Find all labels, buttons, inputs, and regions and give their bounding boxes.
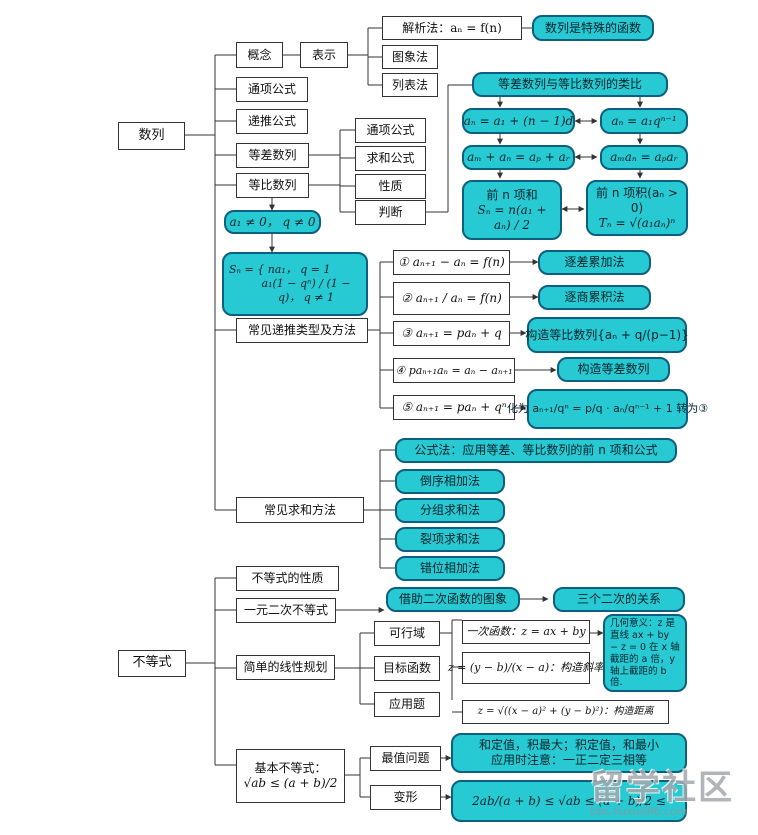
node-distance[interactable]: z = √((x − a)² + (y − b)²)：构造距离 — [462, 700, 669, 724]
extreme-desc-line2: 应用时注意：一正二定三相等 — [490, 753, 647, 767]
node-transform-formula[interactable]: 2ab/(a + b) ≤ √ab ≤ (a + b)/2 ≤ — [451, 780, 687, 822]
watermark: 留学社区 bbs.liuxue86.com — [590, 760, 750, 830]
node-transform[interactable]: 变形 — [370, 785, 441, 810]
node-quadratic-inequality[interactable]: 一元二次不等式 — [236, 598, 336, 623]
geo-product-title: 前 n 项积(aₙ > 0) — [596, 185, 678, 215]
node-sum-reverse-add[interactable]: 倒序相加法 — [395, 469, 505, 494]
node-geo-condition[interactable]: a₁ ≠ 0， q ≠ 0 — [224, 210, 321, 234]
node-quadratic-graph[interactable]: 借助二次函数的图象 — [386, 587, 520, 612]
node-geo-sum[interactable]: Sₙ = { na₁， q = 1 a₁(1 − qⁿ) / (1 − q)， … — [222, 252, 368, 316]
root-sequence[interactable]: 数列 — [118, 122, 185, 150]
node-sub-sum[interactable]: 求和公式 — [355, 146, 426, 171]
node-concept[interactable]: 概念 — [236, 42, 283, 68]
node-extreme-value[interactable]: 最值问题 — [370, 746, 441, 771]
node-ari-property-formula[interactable]: aₘ + aₙ = aₚ + aᵣ — [462, 145, 575, 170]
ari-sum-title: 前 n 项和 — [486, 187, 538, 202]
node-list-method[interactable]: 列表法 — [382, 73, 438, 97]
node-sum-formula-method[interactable]: 公式法：应用等差、等比数列的前 n 项和公式 — [395, 438, 677, 463]
node-rec-type-3[interactable]: ③ aₙ₊₁ = paₙ + q — [393, 321, 510, 346]
node-rec-method-5[interactable]: 化为 aₙ₊₁/qⁿ = p/q · aₙ/qⁿ⁻¹ + 1 转为③ — [507, 389, 708, 429]
geo-product-formula: Tₙ = √(a₁aₙ)ⁿ — [598, 215, 676, 230]
node-three-quadratics[interactable]: 三个二次的关系 — [553, 587, 685, 612]
watermark-text: 留学社区 — [590, 768, 734, 808]
node-geometric-meaning[interactable]: 几何意义：z 是直线 ax + by − z = 0 在 x 轴截距的 a 倍，… — [603, 614, 687, 692]
node-graph-method[interactable]: 图象法 — [382, 45, 438, 69]
node-sum-shifted[interactable]: 错位相加法 — [395, 556, 505, 581]
node-linear-function[interactable]: 一次函数：z = ax + by — [462, 620, 590, 644]
node-recursion-types[interactable]: 常见递推类型及方法 — [236, 318, 368, 343]
node-rec-method-4[interactable]: 构造等差数列 — [557, 357, 670, 382]
node-represent[interactable]: 表示 — [300, 42, 348, 68]
node-objective-function[interactable]: 目标函数 — [374, 656, 440, 681]
node-recursive[interactable]: 递推公式 — [236, 109, 308, 134]
node-analytic-method[interactable]: 解析法：aₙ = f(n) — [382, 16, 522, 40]
node-sum-methods[interactable]: 常见求和方法 — [236, 497, 364, 523]
node-rec-type-1[interactable]: ① aₙ₊₁ − aₙ = f(n) — [393, 250, 510, 275]
geo-sum-line2: a₁(1 − qⁿ) / (1 − q)， q ≠ 1 — [261, 277, 351, 304]
extreme-desc-line1: 和定值，积最大；积定值，和最小 — [478, 738, 659, 752]
node-rec-method-1[interactable]: 逐差累加法 — [538, 250, 651, 275]
node-analogy[interactable]: 等差数列与等比数列的类比 — [472, 72, 668, 97]
basic-inequality-formula: √ab ≤ (a + b)/2 — [243, 776, 338, 790]
node-linear-programming[interactable]: 简单的线性规划 — [236, 655, 335, 680]
node-sum-group[interactable]: 分组求和法 — [395, 498, 505, 523]
node-rec-method-3[interactable]: 构造等比数列{aₙ + q/(p−1)} — [525, 317, 689, 353]
node-rec-type-5[interactable]: ⑤ aₙ₊₁ = paₙ + qⁿ — [393, 395, 515, 420]
watermark-url: bbs.liuxue86.com — [590, 805, 688, 818]
node-ari-sum[interactable]: 前 n 项和 Sₙ = n(a₁ + aₙ) / 2 — [462, 180, 562, 240]
node-arithmetic[interactable]: 等差数列 — [236, 143, 309, 168]
node-basic-inequality[interactable]: 基本不等式： √ab ≤ (a + b)/2 — [236, 749, 345, 803]
node-application[interactable]: 应用题 — [374, 692, 440, 717]
node-sub-general-term[interactable]: 通项公式 — [355, 118, 426, 143]
node-geo-property-formula[interactable]: aₘaₙ = aₚaᵣ — [600, 145, 688, 170]
node-rec-method-2[interactable]: 逐商累积法 — [538, 285, 651, 310]
node-ari-term-formula[interactable]: aₙ = a₁ + (n − 1)d — [462, 108, 575, 134]
node-feasible-region[interactable]: 可行域 — [374, 621, 440, 646]
node-geo-product[interactable]: 前 n 项积(aₙ > 0) Tₙ = √(a₁aₙ)ⁿ — [586, 180, 688, 236]
ari-sum-formula: Sₙ = n(a₁ + aₙ) / 2 — [477, 202, 547, 232]
basic-inequality-title: 基本不等式： — [254, 761, 327, 775]
node-sub-property[interactable]: 性质 — [355, 174, 426, 199]
node-special-function[interactable]: 数列是特殊的函数 — [532, 15, 654, 41]
geo-sum-line1: Sₙ = { na₁， q = 1 — [229, 263, 331, 277]
root-inequality[interactable]: 不等式 — [118, 650, 186, 677]
node-slope[interactable]: z = (y − b)/(x − a)：构造斜率 — [448, 652, 604, 684]
node-sub-judge[interactable]: 判断 — [355, 200, 426, 225]
node-extreme-description[interactable]: 和定值，积最大；积定值，和最小 应用时注意：一正二定三相等 — [451, 733, 687, 773]
node-geometric[interactable]: 等比数列 — [236, 173, 309, 198]
node-inequality-properties[interactable]: 不等式的性质 — [236, 566, 339, 591]
node-sum-telescoping[interactable]: 裂项求和法 — [395, 527, 505, 552]
node-rec-type-4[interactable]: ④ paₙ₊₁aₙ = aₙ − aₙ₊₁ — [393, 358, 515, 383]
node-rec-type-2[interactable]: ② aₙ₊₁ / aₙ = f(n) — [393, 282, 510, 315]
node-geo-term-formula[interactable]: aₙ = a₁qⁿ⁻¹ — [600, 108, 688, 134]
node-general-term[interactable]: 通项公式 — [236, 77, 308, 102]
